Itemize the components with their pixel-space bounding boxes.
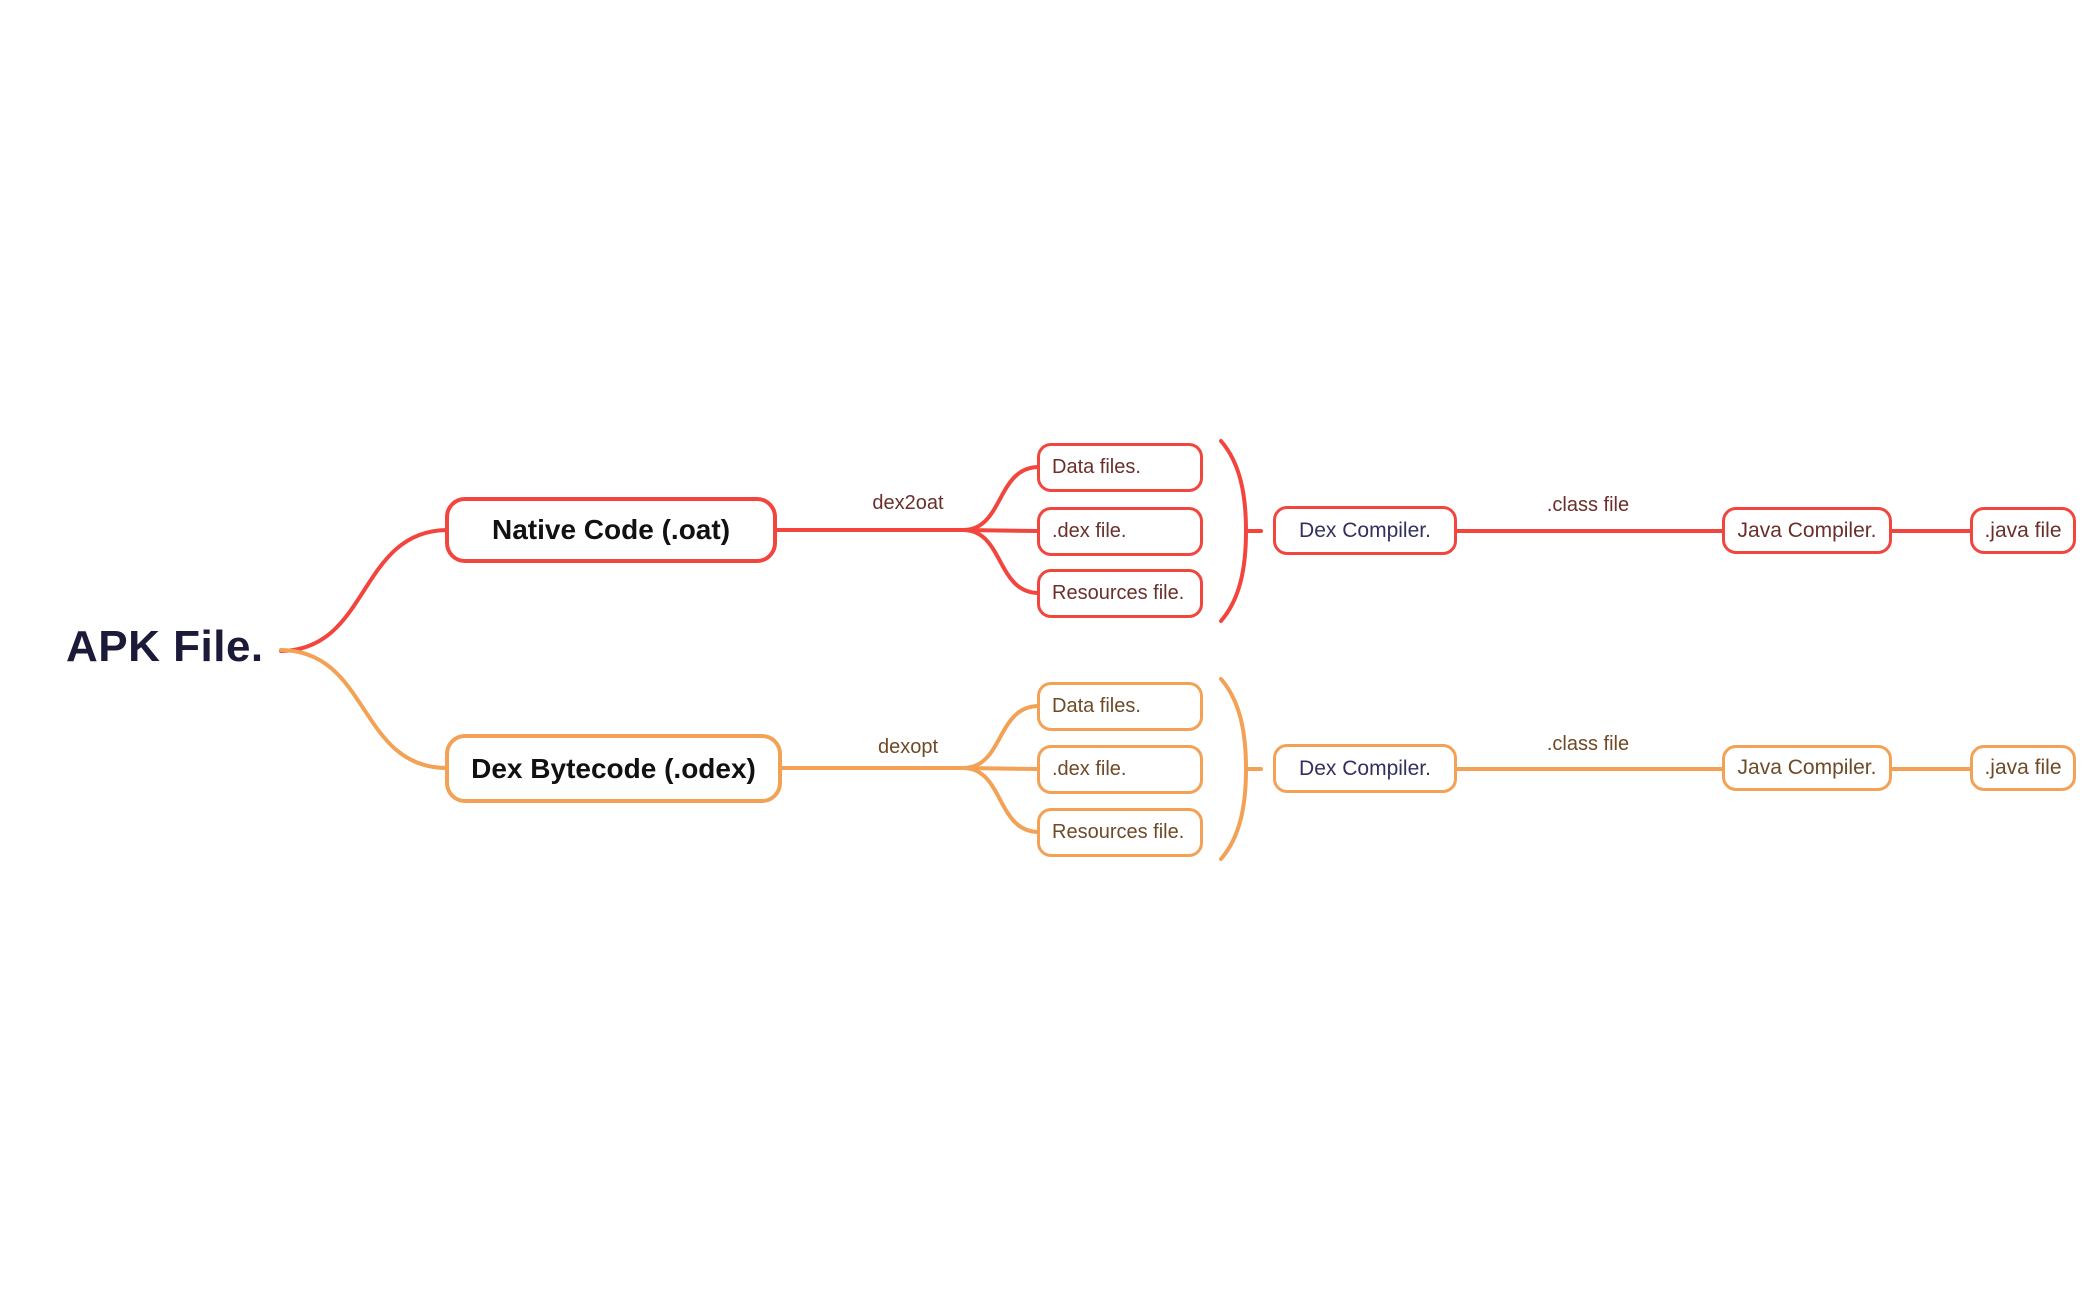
node-java-file-orange: .java file — [1970, 745, 2076, 791]
native-brace — [1219, 439, 1249, 623]
node-native-code: Native Code (.oat) — [445, 497, 777, 563]
node-dex-file-orange: .dex file. — [1037, 745, 1203, 794]
root-node-apk-file: APK File. — [66, 622, 264, 671]
dex-child-curve-bottom — [961, 766, 1041, 834]
node-data-files-orange: Data files. — [1037, 682, 1203, 731]
node-java-compiler-red: Java Compiler. — [1722, 507, 1892, 554]
native-child-curve-top — [961, 465, 1041, 532]
edge-label-dexopt: dexopt — [877, 736, 939, 758]
node-data-files-red: Data files. — [1037, 443, 1203, 492]
dex-child-curve-top — [961, 704, 1041, 770]
node-dex-compiler-red: Dex Compiler. — [1273, 506, 1457, 555]
node-resources-file-red: Resources file. — [1037, 569, 1203, 618]
edge-label-class-file-red: .class file — [1546, 494, 1630, 516]
dex-brace — [1219, 677, 1249, 861]
node-dex-bytecode: Dex Bytecode (.odex) — [445, 734, 782, 803]
edge-label-class-file-orange: .class file — [1546, 733, 1630, 755]
edge-label-dex2oat: dex2oat — [872, 492, 944, 514]
node-resources-file-orange: Resources file. — [1037, 808, 1203, 857]
node-java-compiler-orange: Java Compiler. — [1722, 745, 1892, 791]
native-child-line-mid — [961, 528, 1041, 533]
dex-child-line-mid — [961, 766, 1041, 771]
node-dex-compiler-orange: Dex Compiler. — [1273, 744, 1457, 793]
node-java-file-red: .java file — [1970, 507, 2076, 554]
native-child-curve-bottom — [961, 528, 1041, 595]
fork-curve-orange — [279, 648, 449, 770]
fork-curve-red — [279, 528, 449, 653]
node-dex-file-red: .dex file. — [1037, 507, 1203, 556]
